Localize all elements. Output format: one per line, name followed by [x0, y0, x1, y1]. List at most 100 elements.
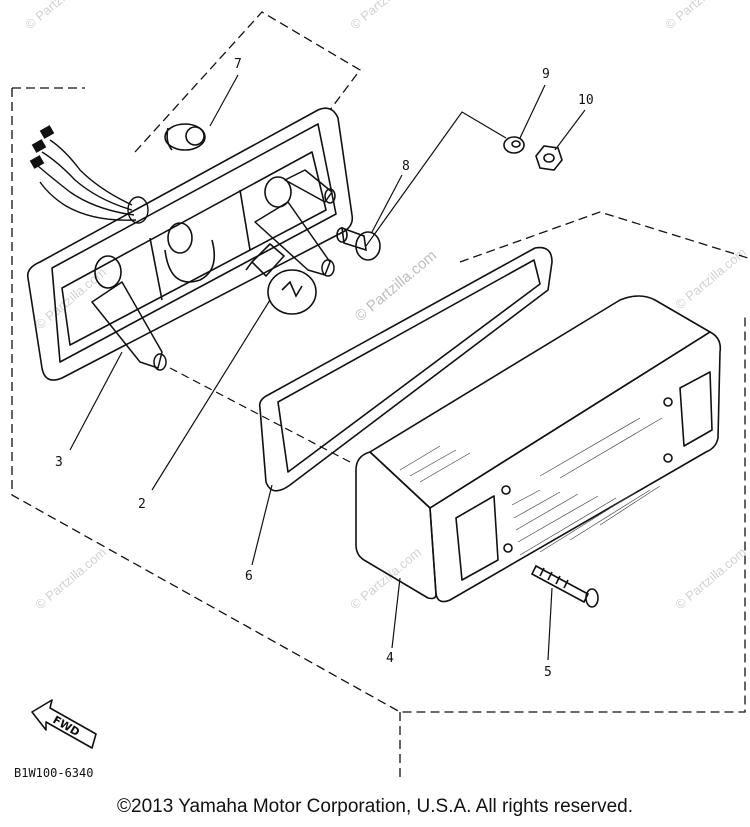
hatch-13 [419, 452, 471, 483]
leader-2 [151, 299, 271, 491]
hatch-11 [399, 445, 441, 471]
part-8-collar [336, 226, 381, 261]
callout-10: 10 [578, 93, 594, 108]
stud-right [254, 201, 331, 276]
callout-8: 8 [402, 159, 410, 174]
wire-4 [39, 181, 137, 221]
hatch-12 [409, 449, 457, 477]
hatch-8 [599, 485, 661, 526]
forward-direction-indicator: FWD [31, 699, 97, 749]
screw-head [585, 588, 599, 608]
hatch-9 [539, 417, 641, 477]
housing-divider-left [149, 237, 163, 301]
leader-7 [209, 74, 239, 127]
part-5-screw [530, 564, 599, 608]
bulb-glass [267, 269, 317, 315]
hatch-4 [517, 495, 599, 543]
screw-thread-1 [539, 567, 545, 577]
lens-hatching [399, 417, 663, 556]
hatch-6 [539, 491, 637, 553]
fwd-arrow-icon [31, 699, 97, 749]
callout-7: 7 [234, 57, 242, 72]
part-10-nut [535, 145, 563, 171]
watermark-mr: © Partzilla.com [672, 244, 749, 312]
gasket-outer [258, 246, 553, 492]
lens-front-face [429, 331, 722, 603]
watermark-layer: © Partzilla.com © Partzilla.com © Partzi… [22, 0, 749, 612]
callout-labels: 7 8 9 10 3 2 6 4 5 [55, 57, 594, 680]
lens-screw-hole-1 [501, 485, 511, 495]
housing-floor [61, 151, 327, 346]
stud-left-tip [153, 353, 167, 371]
stud-upper [284, 169, 333, 203]
callout-5: 5 [544, 665, 552, 680]
leader-4 [391, 577, 401, 649]
lens-screw-hole-2 [663, 397, 673, 407]
part-7-grommet [164, 123, 206, 151]
wire-terminal-3 [29, 155, 45, 169]
callout-9: 9 [542, 67, 550, 82]
bulb-socket-left [94, 255, 122, 289]
washer-hole [511, 140, 521, 148]
boundary-outer [11, 88, 746, 713]
leader-3 [69, 351, 123, 451]
watermark-bl: © Partzilla.com [32, 544, 109, 612]
lens-side-face [355, 451, 437, 600]
washer-body [503, 136, 525, 154]
lens-screw-hole-3 [503, 543, 513, 553]
bulb-pin [245, 261, 253, 271]
leader-9 [519, 84, 546, 139]
grommet-lip [166, 127, 173, 151]
gasket-inner [277, 259, 541, 473]
part-4-lens [355, 295, 722, 603]
boundary-lens-region [459, 211, 749, 263]
callout-6: 6 [245, 569, 253, 584]
hatch-10 [559, 417, 663, 479]
wire-grommet [127, 196, 149, 224]
boundary-bulb-region [134, 11, 361, 153]
mounting-studs [91, 169, 336, 371]
wiring-harness [29, 125, 149, 224]
copyright-notice: ©2013 Yamaha Motor Corporation, U.S.A. A… [117, 796, 633, 817]
collar-head [355, 231, 381, 261]
hatch-2 [513, 491, 561, 519]
leader-8 [371, 174, 403, 233]
assembly-boundary [11, 11, 749, 780]
lens-reflector-left [455, 495, 499, 581]
wire-terminal-2 [31, 139, 47, 153]
hatch-3 [515, 493, 579, 531]
lens-top-face [369, 295, 711, 509]
watermark-tr: © Partzilla.com [662, 0, 739, 32]
watermark-tc: © Partzilla.com [347, 0, 424, 32]
wire-1 [49, 139, 133, 206]
wire-3 [37, 165, 135, 216]
screw-thread-4 [563, 579, 569, 589]
lens-reflector-right [679, 371, 713, 447]
bulb-socket-center [167, 222, 193, 254]
bulb-socket-right [264, 176, 292, 208]
housing-inner-rim [51, 123, 337, 363]
wire-terminal-1 [39, 125, 55, 139]
callout-4: 4 [386, 651, 394, 666]
nut-hex [535, 145, 563, 171]
watermark-br: © Partzilla.com [672, 544, 749, 612]
leader-nut-path [365, 111, 507, 247]
leader-6 [251, 484, 273, 566]
callout-3: 3 [55, 455, 63, 470]
lens-screw-hole-4 [663, 453, 673, 463]
housing-pocket [164, 239, 216, 283]
diagram-code: B1W100-6340 [14, 766, 93, 780]
grommet-body [164, 123, 206, 151]
stud-upper-tip [324, 188, 336, 204]
grommet-hole [185, 126, 205, 146]
leader-5 [547, 587, 553, 661]
collar-tip [336, 227, 348, 243]
part-9-washer [503, 136, 525, 154]
callout-2: 2 [138, 497, 146, 512]
screw-shank [530, 564, 590, 604]
leader-10 [554, 109, 586, 151]
screw-thread-3 [555, 575, 561, 585]
leader-alignment [169, 367, 351, 463]
housing-base [26, 107, 354, 381]
